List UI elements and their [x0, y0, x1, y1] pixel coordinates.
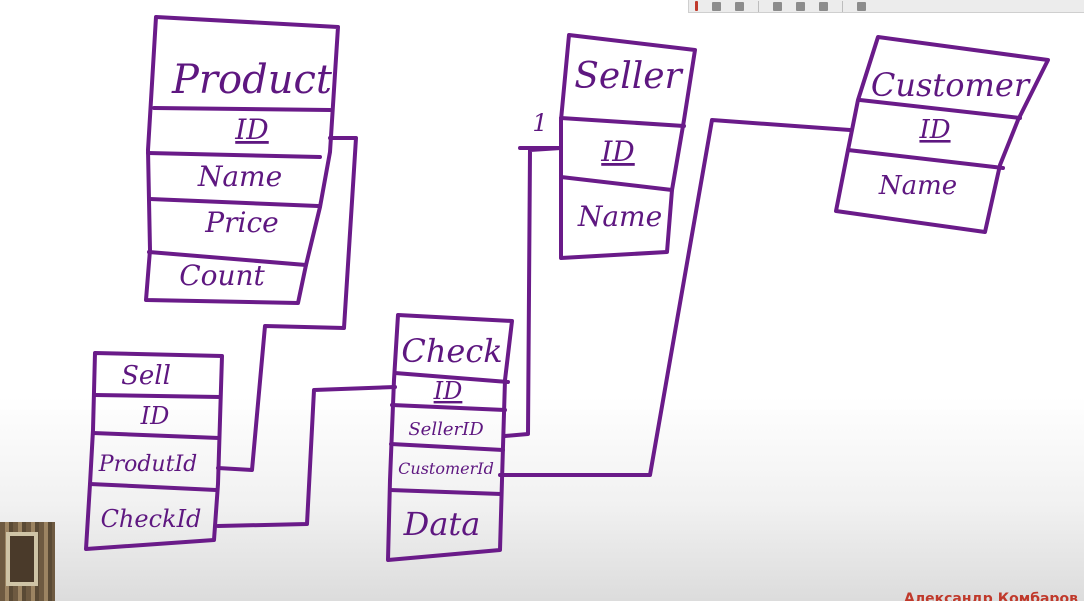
seller-field-id: ID: [600, 135, 635, 168]
customer-title: Customer: [871, 66, 1031, 104]
link-sell-check: [216, 385, 397, 528]
check-field-data: Data: [403, 505, 481, 543]
entity-sell: Sell ID ProdutId CheckId: [84, 351, 224, 551]
check-dividers: [388, 371, 510, 496]
product-field-id: ID: [234, 113, 269, 146]
check-field-customerid: CustomerId: [398, 459, 494, 478]
settings-icon[interactable]: [857, 1, 866, 11]
eraser-icon[interactable]: [712, 1, 721, 11]
product-title: Product: [171, 57, 333, 103]
presenter-webcam: [0, 522, 55, 601]
customer-field-name: Name: [878, 171, 957, 201]
link-product-sell: [216, 136, 358, 472]
entity-product: Product ID Name Price Count: [144, 15, 340, 305]
undo-icon[interactable]: [796, 1, 805, 11]
sell-dividers: [88, 393, 222, 492]
seller-outline: [559, 33, 697, 260]
link-check-customer: [498, 118, 852, 477]
highlighter-icon[interactable]: [735, 1, 744, 11]
seller-title: Seller: [574, 56, 683, 97]
product-field-price: Price: [204, 206, 278, 239]
check-title: Check: [401, 332, 502, 370]
link-check-seller: [503, 146, 563, 438]
cardinality-one: 1: [532, 109, 547, 137]
sell-outline: [84, 351, 224, 551]
entity-seller: Seller ID Name: [559, 33, 697, 260]
shapes-icon[interactable]: [773, 1, 782, 11]
pen-icon[interactable]: [695, 1, 698, 11]
toolbar-divider: [758, 0, 759, 12]
sell-field-checkid: CheckId: [101, 505, 202, 533]
check-field-id: ID: [433, 377, 463, 405]
product-field-count: Count: [179, 259, 265, 292]
sell-field-produtid: ProdutId: [98, 452, 197, 477]
entity-customer: Customer ID Name: [834, 35, 1050, 234]
product-field-name: Name: [197, 160, 282, 193]
toolbar-divider: [842, 0, 843, 12]
annotation-toolbar: [688, 0, 1084, 13]
customer-outline: [834, 35, 1050, 234]
seller-dividers: [559, 116, 686, 192]
check-field-sellerid: SellerID: [408, 419, 484, 440]
sell-title: Sell: [121, 361, 171, 391]
check-outline: [386, 313, 514, 562]
redo-icon[interactable]: [819, 1, 828, 11]
seller-field-name: Name: [577, 200, 662, 233]
customer-field-id: ID: [918, 115, 950, 145]
product-dividers: [146, 106, 332, 267]
sell-field-id: ID: [140, 402, 170, 430]
entity-check: Check ID SellerID CustomerId Data: [386, 313, 514, 562]
customer-dividers: [846, 98, 1022, 170]
presenter-name: Александр Комбаров: [904, 591, 1078, 601]
